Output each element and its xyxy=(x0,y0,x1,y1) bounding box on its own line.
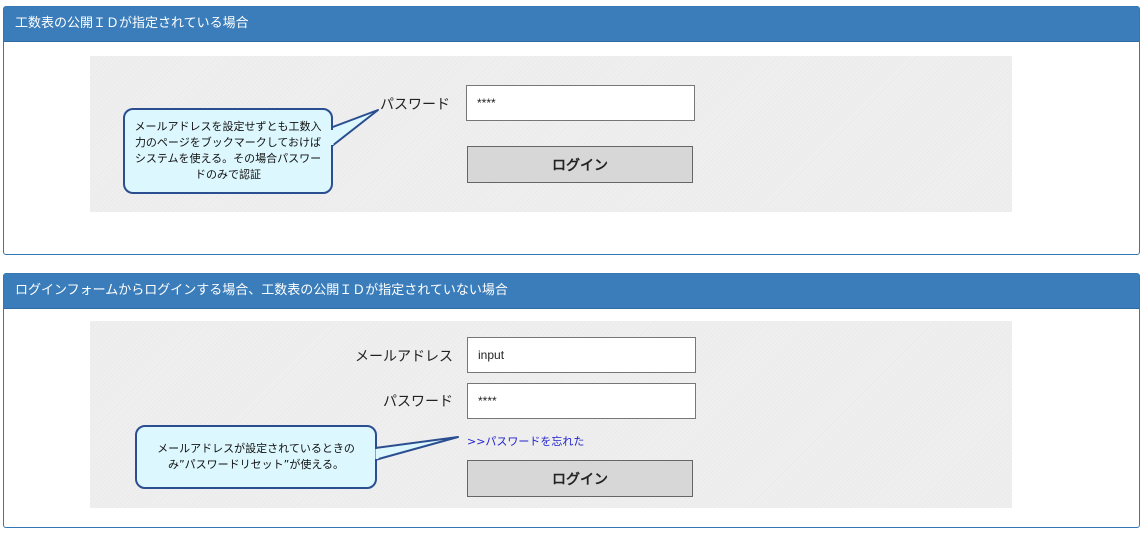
panel-public-id-title: 工数表の公開ＩＤが指定されている場合 xyxy=(15,16,249,31)
password-label: パスワード xyxy=(383,394,453,410)
email-label: メールアドレス xyxy=(355,349,453,365)
panel-login-form: ログインフォームからログインする場合、工数表の公開ＩＤが指定されていない場合 メ… xyxy=(3,273,1140,528)
email-input[interactable] xyxy=(467,337,696,373)
password-label: パスワード xyxy=(380,97,450,113)
callout-reset-note: メールアドレスが設定されているときのみ”パスワードリセット”が使える。 xyxy=(135,425,377,489)
panel-login-form-header: ログインフォームからログインする場合、工数表の公開ＩＤが指定されていない場合 xyxy=(4,274,1139,309)
password-input[interactable] xyxy=(467,383,696,419)
forgot-password-link[interactable]: >>パスワードを忘れた xyxy=(467,435,585,448)
login-button[interactable]: ログイン xyxy=(467,460,693,497)
callout-bookmark-note: メールアドレスを設定せずとも工数入力のページをブックマークしておけばシステムを使… xyxy=(123,108,333,194)
login-button[interactable]: ログイン xyxy=(467,146,693,183)
password-input[interactable] xyxy=(466,85,695,121)
panel-login-form-title: ログインフォームからログインする場合、工数表の公開ＩＤが指定されていない場合 xyxy=(15,283,508,298)
panel-public-id-header: 工数表の公開ＩＤが指定されている場合 xyxy=(4,7,1139,42)
